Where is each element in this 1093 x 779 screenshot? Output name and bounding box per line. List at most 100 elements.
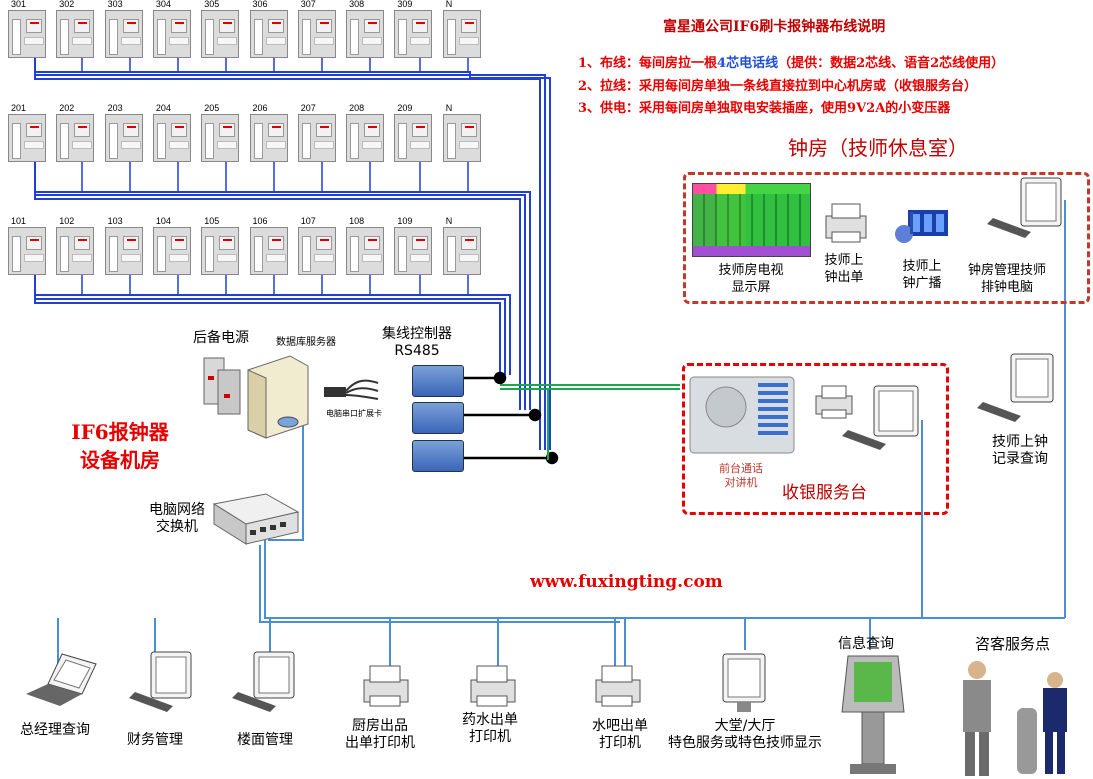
hub-device-3 (412, 440, 464, 472)
room-dev (26, 19, 42, 33)
room-dev (219, 236, 236, 250)
room-dev (315, 236, 332, 250)
room-number: 106 (252, 216, 268, 226)
room-door (108, 236, 118, 272)
room-door (12, 19, 21, 55)
room-tag (313, 141, 334, 149)
room-door (301, 236, 311, 272)
room-door (60, 236, 70, 272)
room-door (350, 123, 360, 159)
room-dev (364, 123, 381, 137)
machine-room-label: IF6报钟器设备机房 (71, 420, 169, 472)
room-panel-304: 304 (152, 0, 191, 58)
room-door (60, 19, 70, 55)
row3-wire-3 (34, 58, 541, 450)
room-tag (410, 37, 431, 45)
room-tag (72, 141, 93, 149)
intercom-icon (689, 376, 795, 454)
room-tag (458, 254, 479, 262)
room-door (253, 123, 263, 159)
room-door (156, 123, 166, 159)
room-number: 104 (155, 216, 171, 226)
row2-wire-3 (34, 162, 521, 410)
room-panel-306: 306 (249, 0, 288, 58)
room-panel-209: 209 (394, 103, 433, 162)
room-dev (122, 123, 139, 137)
room-door (60, 123, 70, 159)
room-dev (267, 123, 284, 137)
room-number: 107 (300, 216, 316, 226)
room-tag (410, 254, 431, 262)
bell-room-heading: 钟房（技师休息室） (788, 136, 968, 160)
room-door (253, 236, 263, 272)
room-number: N (445, 103, 453, 113)
switch-label: 电脑网络 交换机 (149, 502, 205, 535)
website-url: www.fuxingting.com (530, 572, 723, 592)
room-panel-109: 109 (394, 216, 433, 275)
room-door (12, 123, 21, 159)
consult-label: 咨客服务点 (975, 635, 1051, 653)
backup-power-label: 后备电源 (193, 330, 249, 346)
network-wires (57, 200, 1066, 680)
room-tag (362, 254, 383, 262)
room-dev (219, 19, 236, 33)
note-3: 3、供电：采用每间房单独取电安装插座，使用9V2A的小变压器 (578, 101, 951, 116)
room-door (301, 123, 311, 159)
room-dev (460, 19, 477, 33)
bottom-device-label: 财务管理 (127, 732, 183, 748)
room-tag (362, 141, 383, 149)
room-dev (412, 236, 429, 250)
room-panel-N: N (442, 216, 481, 275)
bottom-device-label: 厨房出品 出单打印机 (345, 718, 415, 751)
room-door (253, 19, 263, 55)
room-panel-N: N (442, 0, 481, 58)
room-dev (122, 19, 139, 33)
room-tag (410, 141, 431, 149)
room-number: 306 (252, 0, 268, 9)
room-dev (315, 19, 332, 33)
room-door (205, 236, 215, 272)
room-panel-105: 105 (201, 216, 240, 275)
serial-card-icon (324, 379, 379, 400)
bell-computer-label: 钟房管理技师 排钟电脑 (967, 263, 1046, 295)
db-server-label: 数据库服务器 (276, 337, 336, 348)
computer-icon (125, 650, 205, 718)
cashier-box (682, 363, 949, 515)
room-tag (265, 254, 286, 262)
room-tag (362, 37, 383, 45)
room-door (398, 19, 408, 55)
tv-display-screen (692, 183, 811, 257)
room-tag (217, 254, 238, 262)
hub-links (462, 371, 559, 465)
room-tag (217, 141, 238, 149)
room-tag (120, 141, 141, 149)
intercom-label: 前台通话 对讲机 (719, 462, 763, 489)
room-tag (265, 37, 286, 45)
room-number: 305 (204, 0, 220, 9)
room-dev (74, 19, 91, 33)
room-tag (168, 37, 189, 45)
laptop-icon (22, 650, 102, 714)
note-1: 1、布线：每间房拉一根4芯电话线（提供：数据2芯线、语音2芯线使用） (578, 56, 1005, 71)
kiosk-icon (841, 655, 905, 774)
room-panel-301: 301 (8, 0, 46, 58)
hub-device-1 (412, 365, 464, 397)
room-panel-302: 302 (56, 0, 95, 58)
room-number: 105 (204, 216, 220, 226)
computer-icon (987, 177, 1062, 238)
consultants-icon (963, 661, 1067, 776)
diagram-title: 富星通公司IF6刷卡报钟器布线说明 (663, 19, 886, 35)
room-number: 103 (107, 216, 123, 226)
room-dev (364, 19, 381, 33)
room-panel-206: 206 (249, 103, 288, 162)
bottom-device-label: 大堂/大厅 特色服务或特色技师显示 (668, 718, 822, 751)
serial-card-label: 电脑串口扩展卡 (326, 409, 382, 418)
intercom-wire (500, 384, 680, 460)
computer-icon (228, 650, 308, 718)
room-door (301, 19, 311, 55)
room-door (446, 123, 456, 159)
room-dev (170, 236, 187, 250)
